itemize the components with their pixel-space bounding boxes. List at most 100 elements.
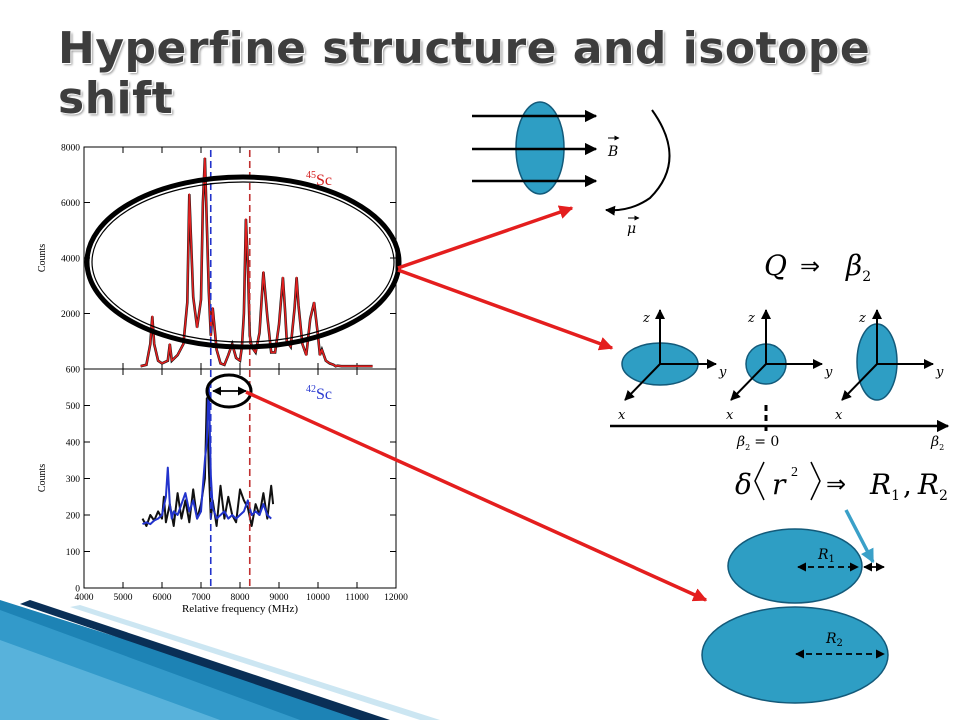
chart-42sc-x-tick-label: 10000	[306, 593, 330, 603]
r2-label-subscript: 2	[837, 638, 843, 649]
magnetic-moment-diagram: B μ	[472, 101, 671, 237]
moment-label: μ	[627, 215, 640, 237]
radius-delta: δ	[735, 468, 752, 501]
prolate-z-label: z	[858, 311, 866, 326]
chart-42sc-x-tick-label: 12000	[384, 593, 408, 603]
radius-arrow: ⇒	[826, 472, 846, 498]
chart-45sc-isotope-label: 45Sc	[306, 170, 332, 189]
highlight-ellipse-spectrum-inner	[91, 181, 395, 343]
chart-45sc-isotope-mass: 45	[306, 170, 316, 181]
chart-42sc-x-tick-label: 6000	[153, 593, 172, 603]
prolate-y-label: y	[935, 365, 944, 380]
chart-42sc-y-tick-label: 100	[66, 548, 81, 558]
quadrupole-beta: β2	[845, 249, 871, 285]
radius-r1-symbol: R	[869, 468, 891, 501]
prolate-nucleus: z y x	[835, 309, 944, 423]
chart-42sc-y-tick-label: 300	[66, 475, 81, 485]
radius-r: r	[772, 468, 787, 501]
beta2-axis-subscript: 2	[939, 443, 944, 452]
quadrupole-beta-subscript: 2	[862, 269, 871, 285]
r1-label-symbol: R	[817, 547, 829, 563]
r1-label-subscript: 1	[829, 554, 835, 565]
chart-42sc-isotope-label: 42Sc	[306, 384, 332, 403]
spherical-z-label: z	[747, 311, 755, 326]
chart-42sc-x-tick-label: 9000	[270, 593, 289, 603]
radius-left-bracket	[754, 461, 765, 501]
corner-decoration	[0, 600, 440, 720]
radius-r-power: 2	[791, 465, 798, 480]
chart-45sc-y-ticks: 2000 4000 6000 8000	[61, 144, 396, 320]
cyan-pointer-arrow	[844, 509, 875, 564]
chart-42sc-series	[141, 382, 275, 527]
isotope-shift-highlight	[205, 373, 253, 409]
isotope-shift-circle	[205, 373, 253, 409]
chart-42sc-y-tick-label: 0	[75, 585, 80, 595]
chart-42sc-series-line-1	[142, 382, 272, 526]
beta2-zero-value: = 0	[754, 434, 779, 450]
chart-42sc-x-tick-label: 5000	[114, 593, 133, 603]
chart-45sc-y-tick-label: 6000	[61, 199, 80, 209]
field-label-text: B	[607, 144, 618, 160]
quadrupole-Q: Q	[764, 249, 787, 282]
radius-r2-subscript: 2	[939, 488, 948, 504]
spherical-x-axis	[730, 363, 767, 401]
chart-45sc-isotope-element: Sc	[316, 172, 332, 189]
quadrupole-arrow: ⇒	[800, 254, 820, 280]
chart-42sc-x-tick-label: 4000	[75, 593, 94, 603]
spherical-y-label: y	[824, 365, 833, 380]
chart-42sc-isotope-element: Sc	[316, 386, 332, 403]
oblate-x-axis	[624, 363, 661, 401]
chart-45sc-series	[140, 157, 373, 368]
pointer-arrow-to-deformation	[397, 268, 614, 351]
r1-label: R1	[817, 547, 835, 565]
beta2-axis-symbol: β	[930, 434, 939, 450]
quadrupole-relation: Q ⇒ β2	[764, 249, 871, 285]
moment-label-text: μ	[627, 221, 636, 237]
prolate-x-axis	[841, 363, 878, 401]
radius-r2-symbol: R	[917, 468, 939, 501]
chart-42sc-x-axis-label: Relative frequency (MHz)	[182, 603, 298, 615]
chart-42sc-y-tick-label: 500	[66, 402, 81, 412]
radius-results: R1,R2	[869, 468, 948, 504]
highlight-ellipse-spectrum	[84, 174, 402, 350]
chart-45sc-y-tick-label: 2000	[61, 310, 80, 320]
chart-42sc-x-tick-label: 8000	[231, 593, 250, 603]
chart-42sc-x-tick-label: 11000	[345, 593, 369, 603]
charge-radius-diagram: R1 R2	[701, 509, 889, 704]
beta2-axis-label: β2	[930, 434, 944, 452]
chart-45sc-y-tick-label: 4000	[61, 255, 80, 265]
slide-title: Hyperfine structure and isotope shift	[58, 23, 871, 124]
prolate-x-label: x	[835, 408, 843, 423]
radius-right-bracket	[810, 461, 821, 501]
radius-relation: δ r 2 ⇒ R1,R2	[735, 461, 948, 504]
chart-45sc-y-tick-label: 8000	[61, 144, 80, 154]
deformation-diagram: z y x z y x z y x β2= 0 β2	[610, 309, 950, 452]
pointer-arrow-to-charge-radius	[245, 390, 708, 602]
chart-42sc-isotope-mass: 42	[306, 384, 316, 395]
oblate-z-label: z	[642, 311, 650, 326]
nucleus-r2-ellipse	[701, 606, 889, 704]
chart-42sc-x-tick-label: 7000	[192, 593, 211, 603]
precession-arrow	[605, 109, 671, 216]
chart-45sc-y-axis-label: Counts	[37, 244, 48, 272]
oblate-nucleus: z y x	[618, 309, 727, 423]
r2-label: R2	[825, 631, 843, 649]
reference-lines	[209, 150, 251, 586]
chart-45sc-series-line-0	[140, 157, 373, 368]
pointer-arrows	[245, 205, 708, 602]
chart-42sc-frame	[83, 368, 397, 589]
spherical-nucleus: z y x	[726, 309, 833, 423]
chart-42sc-x-ticks: 4000 5000 6000 7000 8000 9000 10000 11000 12000	[75, 369, 408, 603]
quadrupole-beta-symbol: β	[845, 249, 862, 282]
chart-42sc-y-tick-label: 400	[66, 439, 81, 449]
chart-45sc: 2000 4000 6000 8000 Counts 45Sc	[37, 144, 397, 370]
chart-42sc-y-tick-label: 200	[66, 512, 81, 522]
radius-r1-subscript: 1	[891, 488, 900, 504]
beta2-zero-subscript: 2	[745, 443, 750, 452]
nucleus-r1-ellipse	[727, 528, 863, 604]
chart-45sc-frame	[83, 146, 397, 370]
beta2-zero-label: β2= 0	[736, 434, 779, 452]
field-label: B	[607, 135, 620, 160]
